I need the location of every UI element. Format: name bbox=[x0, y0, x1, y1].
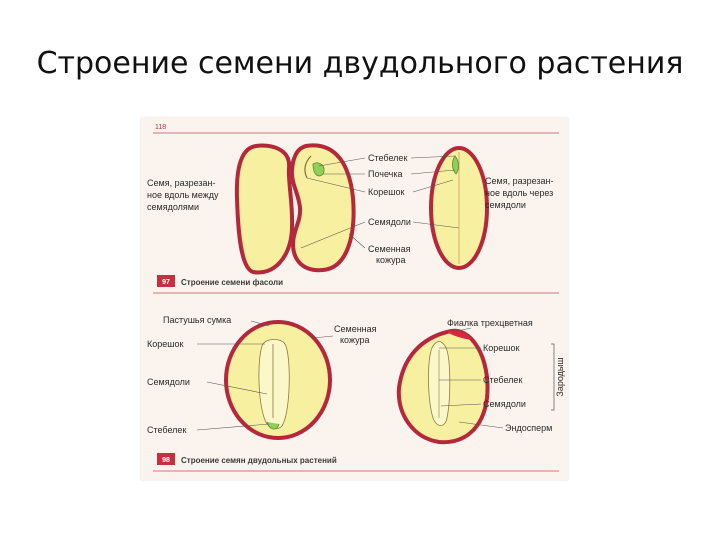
right-note-line-3: семядоли bbox=[485, 200, 526, 210]
label-stem: Стебелек bbox=[368, 153, 407, 163]
left-note-line-2: ное вдоль между bbox=[147, 190, 219, 200]
label-seed-coat-2: кожура bbox=[376, 255, 405, 265]
label-stem-left: Стебелек bbox=[147, 425, 186, 435]
label-cotyledons: Семядоли bbox=[368, 217, 411, 227]
label-seed-coat-bottom-2: кожура bbox=[340, 335, 369, 345]
label-embryo: Зародыш bbox=[555, 357, 565, 396]
label-root-right: Корешок bbox=[483, 343, 519, 353]
slide-title: Строение семени двудольного растения bbox=[36, 46, 684, 81]
label-bud: Почечка bbox=[368, 169, 403, 179]
seed-diagram: 118 Стебелек Почечка Корешок Семядоли Се… bbox=[147, 124, 565, 472]
top-leader-lines bbox=[237, 155, 460, 249]
textbook-page: 118 Стебелек Почечка Корешок Семядоли Се… bbox=[141, 118, 568, 480]
right-note-line-1: Семя, разрезан- bbox=[485, 176, 554, 186]
label-cotyledons-right: Семядоли bbox=[483, 399, 526, 409]
label-root-left: Корешок bbox=[147, 339, 183, 349]
bean-embryo-root bbox=[304, 155, 312, 179]
bean-middle-half bbox=[289, 143, 356, 273]
bean-left-half bbox=[234, 143, 295, 275]
figure-number-badge-97 bbox=[157, 275, 175, 287]
caption-top: Строение семени фасоли bbox=[181, 278, 283, 287]
figure-number-98: 98 bbox=[162, 457, 170, 464]
figure-number-97: 97 bbox=[162, 279, 170, 286]
pansy-seed-hilum bbox=[447, 330, 471, 340]
embryo-bracket bbox=[551, 343, 555, 411]
figure-number-badge-98 bbox=[157, 453, 175, 465]
page-number: 118 bbox=[155, 124, 166, 131]
left-note-line-1: Семя, разрезан- bbox=[147, 178, 216, 188]
caption-bottom: Строение семян двудольных растений bbox=[181, 456, 337, 465]
label-cotyledons-left: Семядоли bbox=[147, 377, 190, 387]
label-root: Корешок bbox=[368, 187, 404, 197]
label-stem-right: Стебелек bbox=[483, 375, 522, 385]
label-pansy: Фиалка трехцветная bbox=[447, 318, 533, 328]
label-endosperm: Эндосперм bbox=[505, 423, 552, 433]
label-shepherds-purse: Пастушья сумка bbox=[163, 315, 231, 325]
bean-right-embryo bbox=[452, 155, 459, 175]
right-note-line-2: ное вдоль через bbox=[485, 188, 553, 198]
label-seed-coat-1: Семенная bbox=[368, 244, 411, 254]
label-seed-coat-bottom-1: Семенная bbox=[334, 324, 377, 334]
shepherds-purse-embryo bbox=[258, 339, 290, 429]
left-note-line-3: семядолями bbox=[147, 202, 199, 212]
bottom-leader-lines bbox=[196, 320, 504, 431]
